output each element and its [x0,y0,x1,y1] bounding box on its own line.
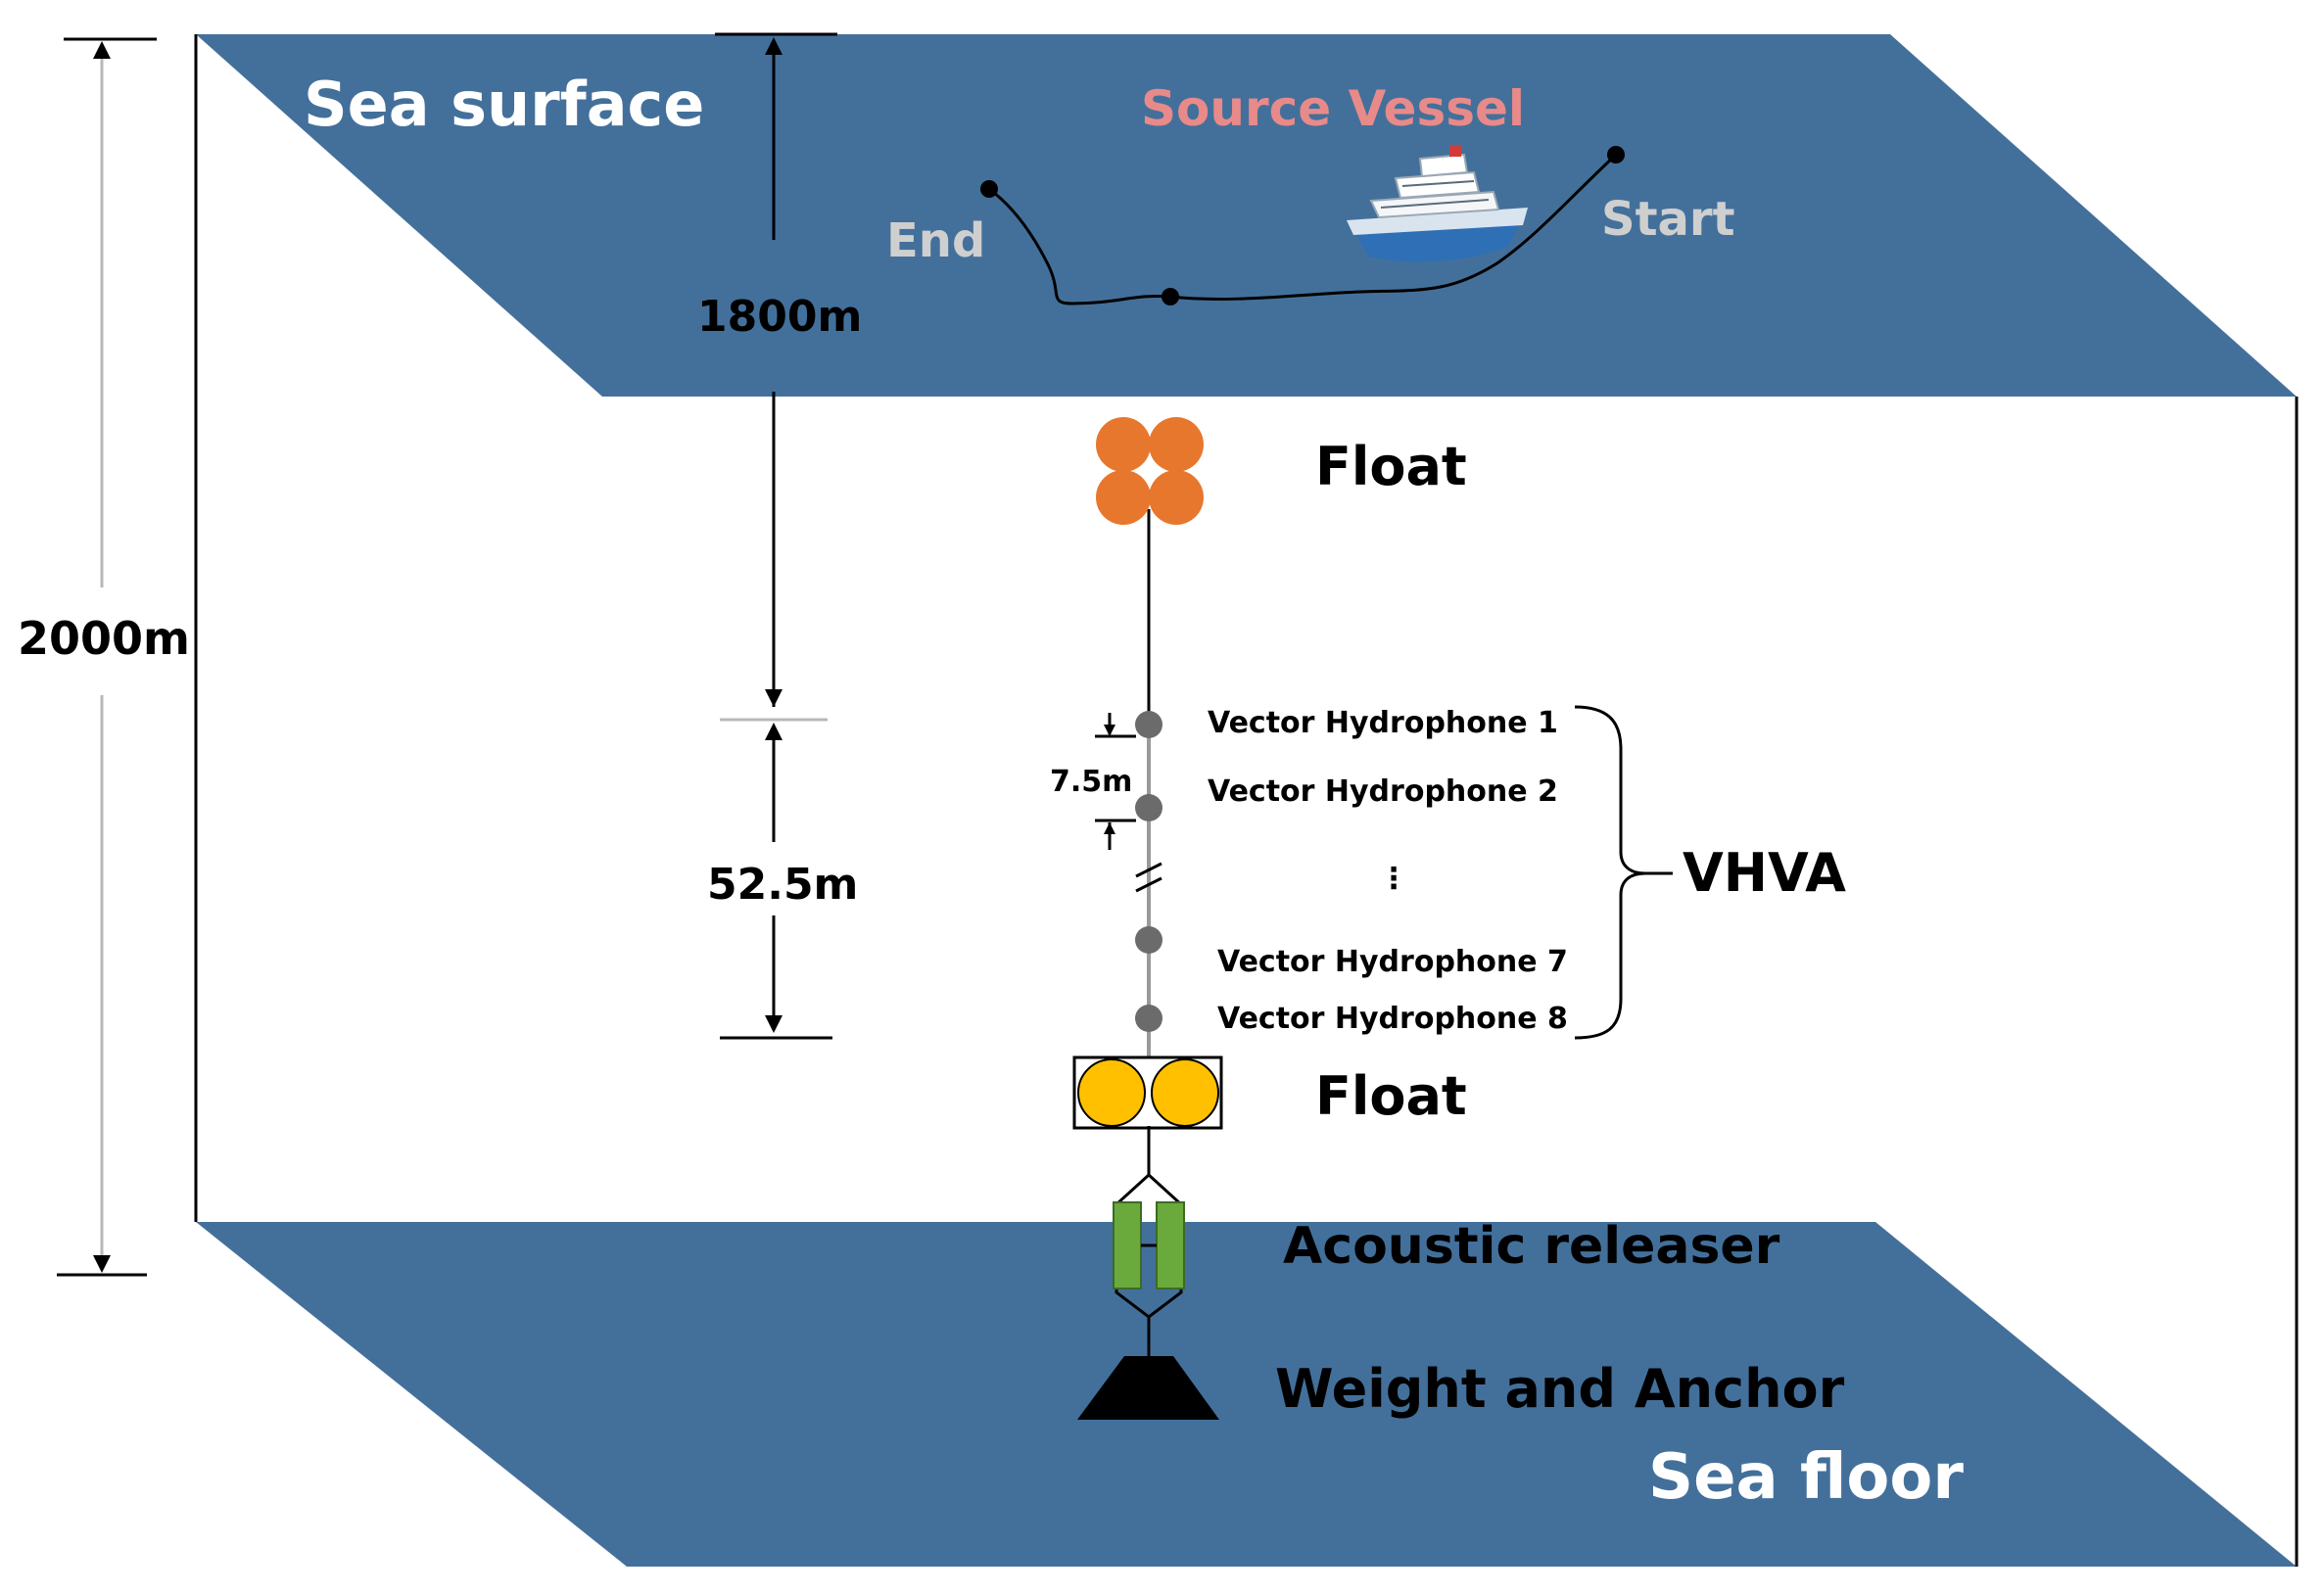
hydrophone-node [1135,794,1162,821]
hydrophone-label-7: Vector Hydrophone 7 [1217,945,1568,979]
float-top [1096,417,1204,525]
hydrophone-node [1135,926,1162,954]
track-mid-point [1162,288,1179,305]
sea-floor-label: Sea floor [1648,1441,1964,1514]
weight-anchor-label: Weight and Anchor [1275,1358,1845,1420]
vhva-label: VHVA [1683,842,1846,904]
dimension-2000m [57,37,157,1277]
depth-total-label: 2000m [18,612,190,665]
sea-floor-plane [196,1222,2297,1567]
dimension-1800m [715,32,837,707]
dimension-52-5m [720,718,832,1040]
dimension-7-5m [1095,713,1136,850]
source-vessel-label: Source Vessel [1141,80,1525,137]
hydrophone-ellipsis: ⋮ [1379,862,1408,896]
float-bottom-label: Float [1315,1065,1467,1127]
end-label: End [886,213,985,268]
hydrophone-label-2: Vector Hydrophone 2 [1208,774,1558,809]
anchor-weight [1077,1356,1219,1420]
ship-icon [1347,145,1528,262]
vessel-track [988,153,1618,305]
line-break-mark [1135,862,1162,893]
acoustic-releaser [1113,1173,1185,1356]
hydrophone-label-1: Vector Hydrophone 1 [1208,706,1558,740]
float-bottom [1072,1055,1223,1130]
start-label: Start [1601,192,1735,247]
array-length-label: 52.5m [707,860,858,910]
acoustic-releaser-label: Acoustic releaser [1283,1217,1780,1276]
spacing-label: 7.5m [1050,765,1132,799]
float-top-label: Float [1315,436,1467,497]
hydrophone-node [1135,711,1162,738]
depth-array-label: 1800m [697,292,862,342]
hydrophone-label-8: Vector Hydrophone 8 [1217,1002,1568,1036]
track-start-point [1607,146,1625,164]
sea-surface-label: Sea surface [304,69,704,140]
vhva-brace [1574,705,1646,1040]
sea-surface-plane [196,34,2297,397]
track-end-point [980,180,998,198]
hydrophone-node [1135,1005,1162,1032]
